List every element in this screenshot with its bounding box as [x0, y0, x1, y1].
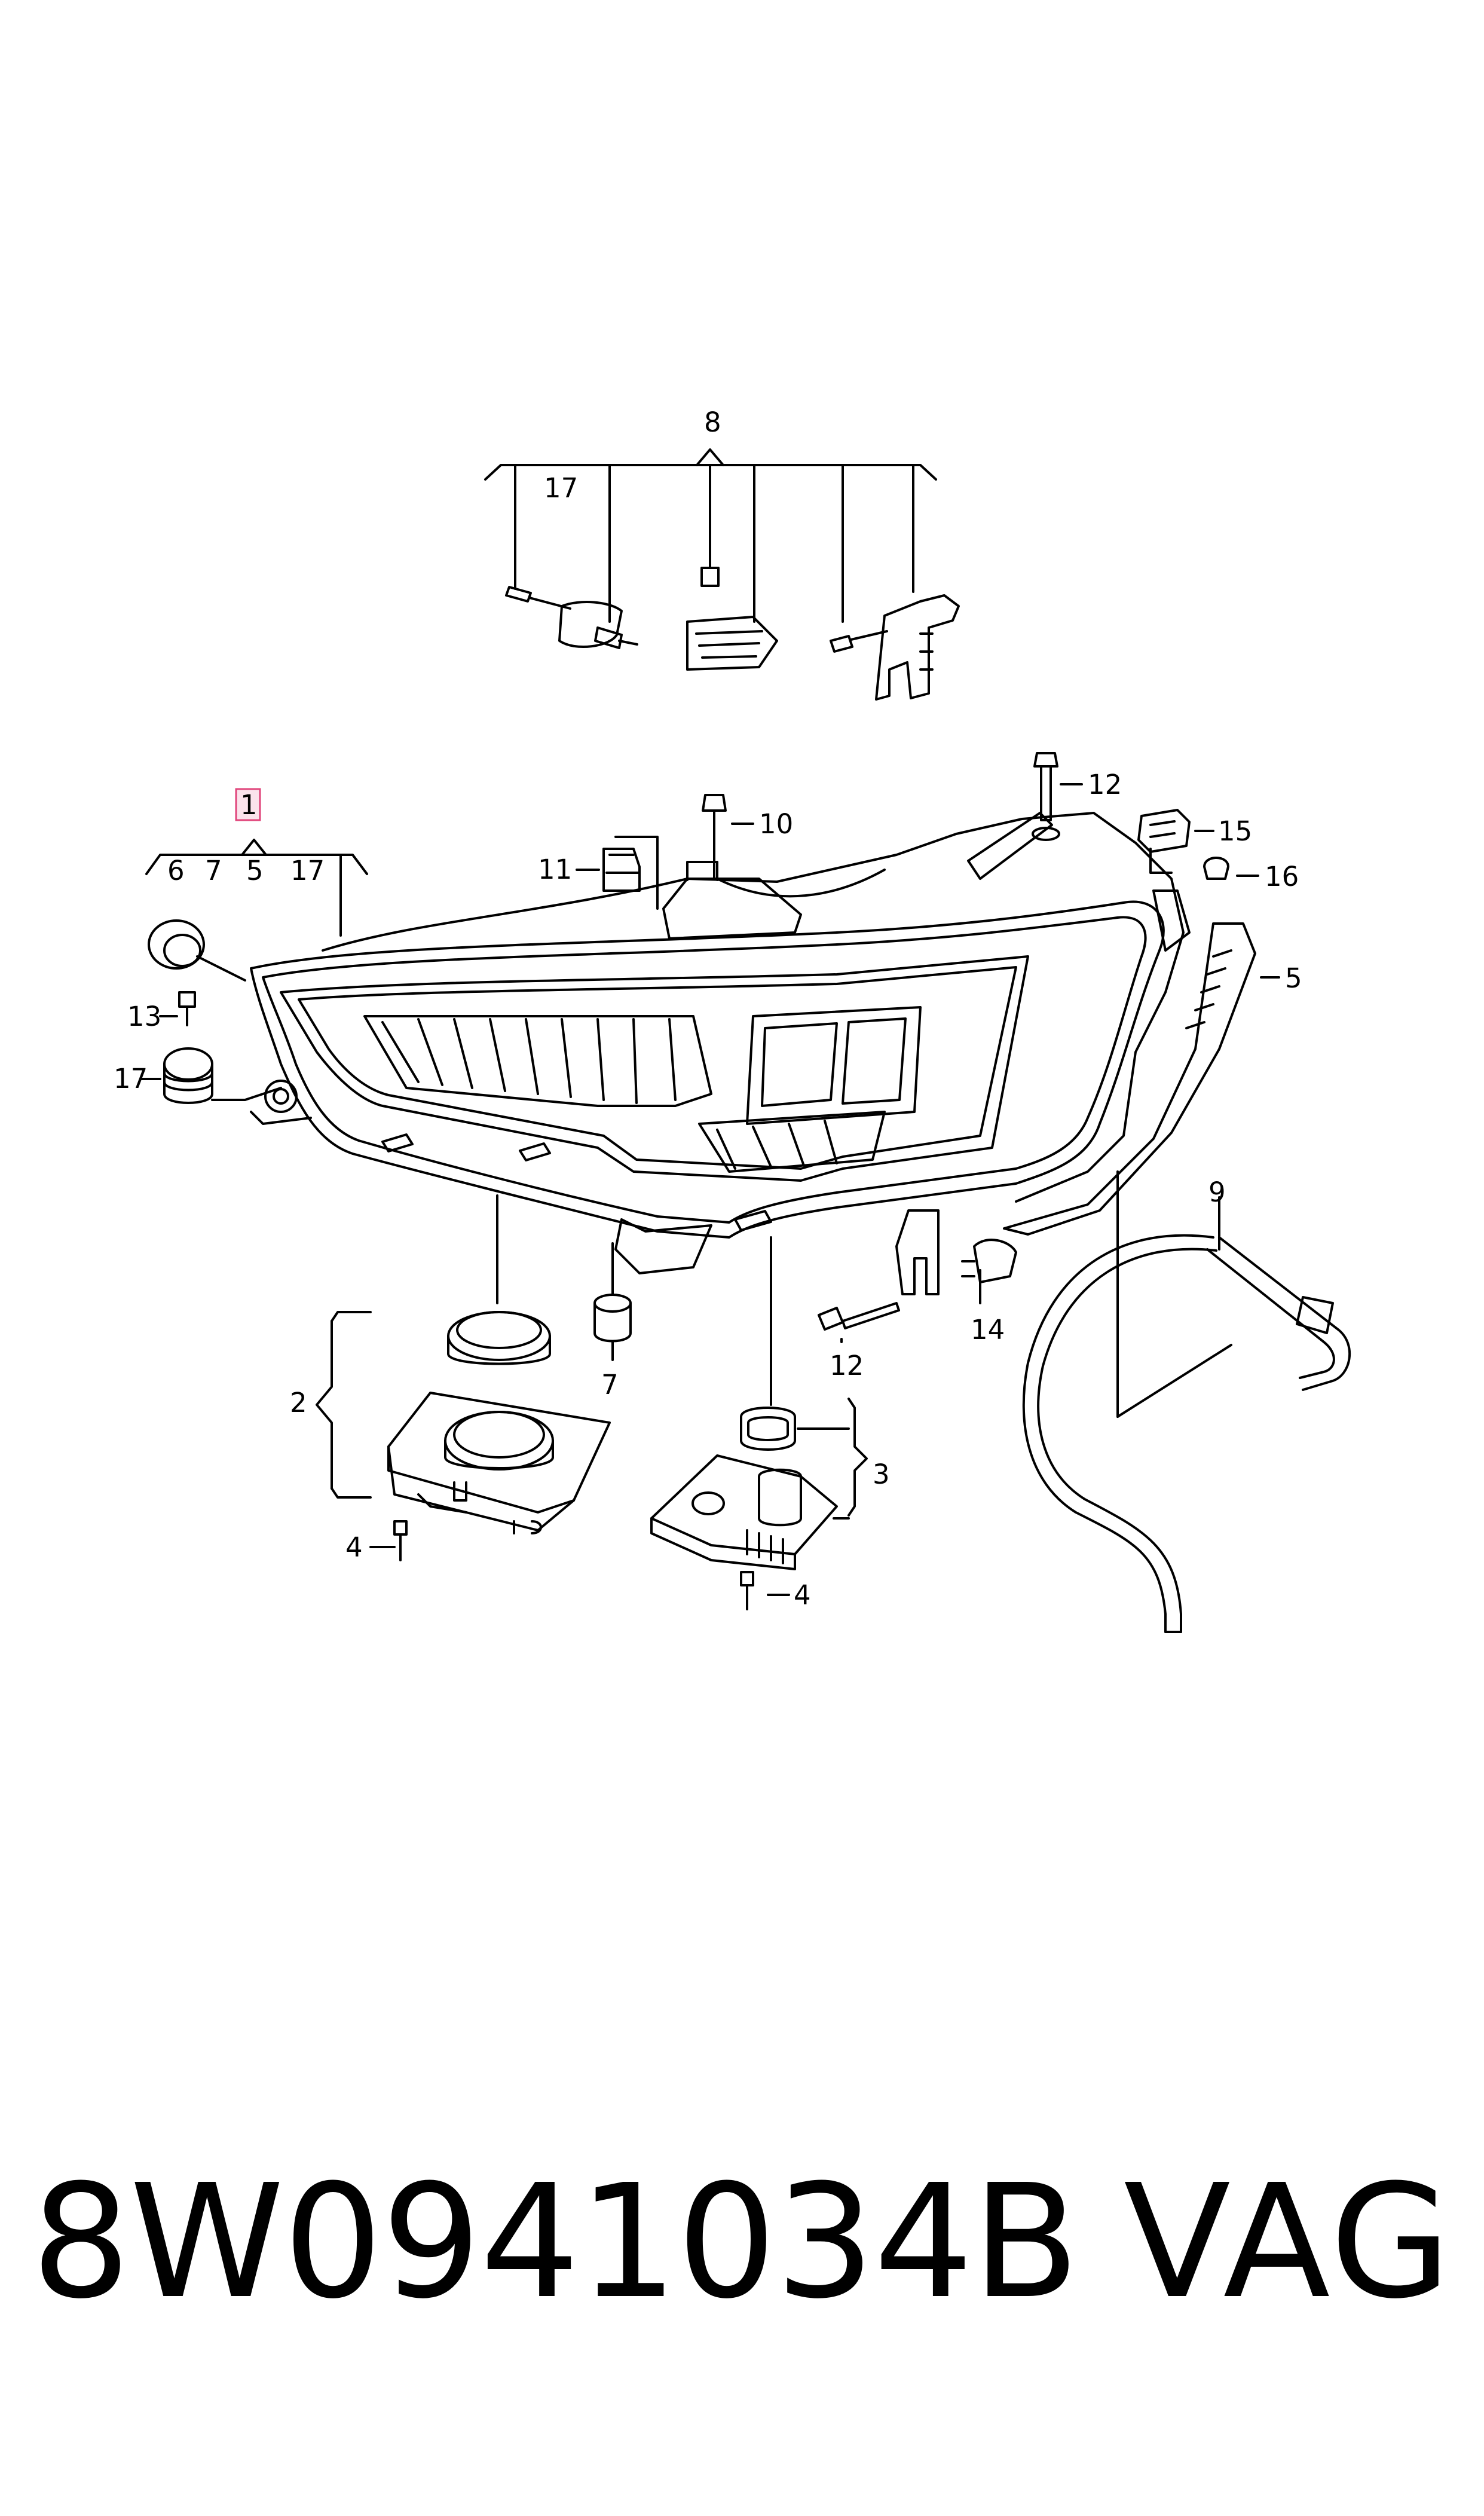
control-module-3: [650, 1236, 868, 1570]
callout-1: 1: [240, 789, 258, 821]
callout-1-highlight: [235, 788, 261, 821]
callout-11: 11: [538, 854, 572, 885]
callout-7: 7: [601, 1369, 619, 1401]
screw-4-right: [740, 1571, 790, 1610]
part-number: 8W0941034B: [31, 2151, 1079, 2333]
callout-12: 12: [830, 1350, 864, 1381]
callout-16: 16: [1265, 861, 1299, 892]
headlight-assembly-bracket-1: [145, 839, 368, 937]
screw-10: [702, 794, 754, 880]
callout-2: 2: [290, 1387, 307, 1419]
screw-13: [159, 991, 196, 1026]
headlight-housing: [250, 812, 1191, 1295]
holder-14: [961, 1239, 1017, 1304]
brand-name: VAG: [1124, 2151, 1454, 2333]
breather-hose-9: [1022, 1196, 1351, 1633]
screw-4-left: [369, 1520, 408, 1561]
callout-10: 10: [759, 808, 793, 840]
screw-12-bottom: [818, 1302, 900, 1343]
callout-9: 9: [1208, 1176, 1226, 1208]
callout-8: 8: [704, 406, 721, 438]
plug-16: [1203, 857, 1259, 880]
callout-17: 17: [544, 472, 578, 504]
callout-7: 7: [205, 855, 222, 886]
callout-12: 12: [1088, 769, 1122, 800]
callout-13: 13: [127, 1001, 161, 1032]
clip-15: [1137, 809, 1214, 874]
grommet-7: [593, 1242, 632, 1361]
bracket-set-8: [484, 448, 960, 701]
callout-14: 14: [971, 1314, 1005, 1346]
grommet-17: [139, 1047, 282, 1104]
screw-12-top: [1032, 752, 1083, 841]
cap-6: [148, 919, 246, 982]
connector-11: [576, 836, 659, 910]
control-module-2: [316, 1194, 611, 1534]
callout-labels: 8 17 1 6 7 5 17 13 17 11 10 12 15 16 5 9…: [114, 406, 1302, 1611]
callout-6: 6: [167, 855, 185, 886]
callout-4: 4: [794, 1579, 811, 1611]
callout-15: 15: [1218, 815, 1252, 847]
callout-4: 4: [345, 1531, 363, 1563]
callout-17: 17: [290, 855, 325, 886]
callout-5: 5: [246, 855, 264, 886]
callout-5: 5: [1285, 962, 1302, 994]
side-trim-5: [1003, 922, 1256, 1236]
callout-3: 3: [873, 1459, 890, 1490]
callout-17: 17: [114, 1063, 148, 1095]
